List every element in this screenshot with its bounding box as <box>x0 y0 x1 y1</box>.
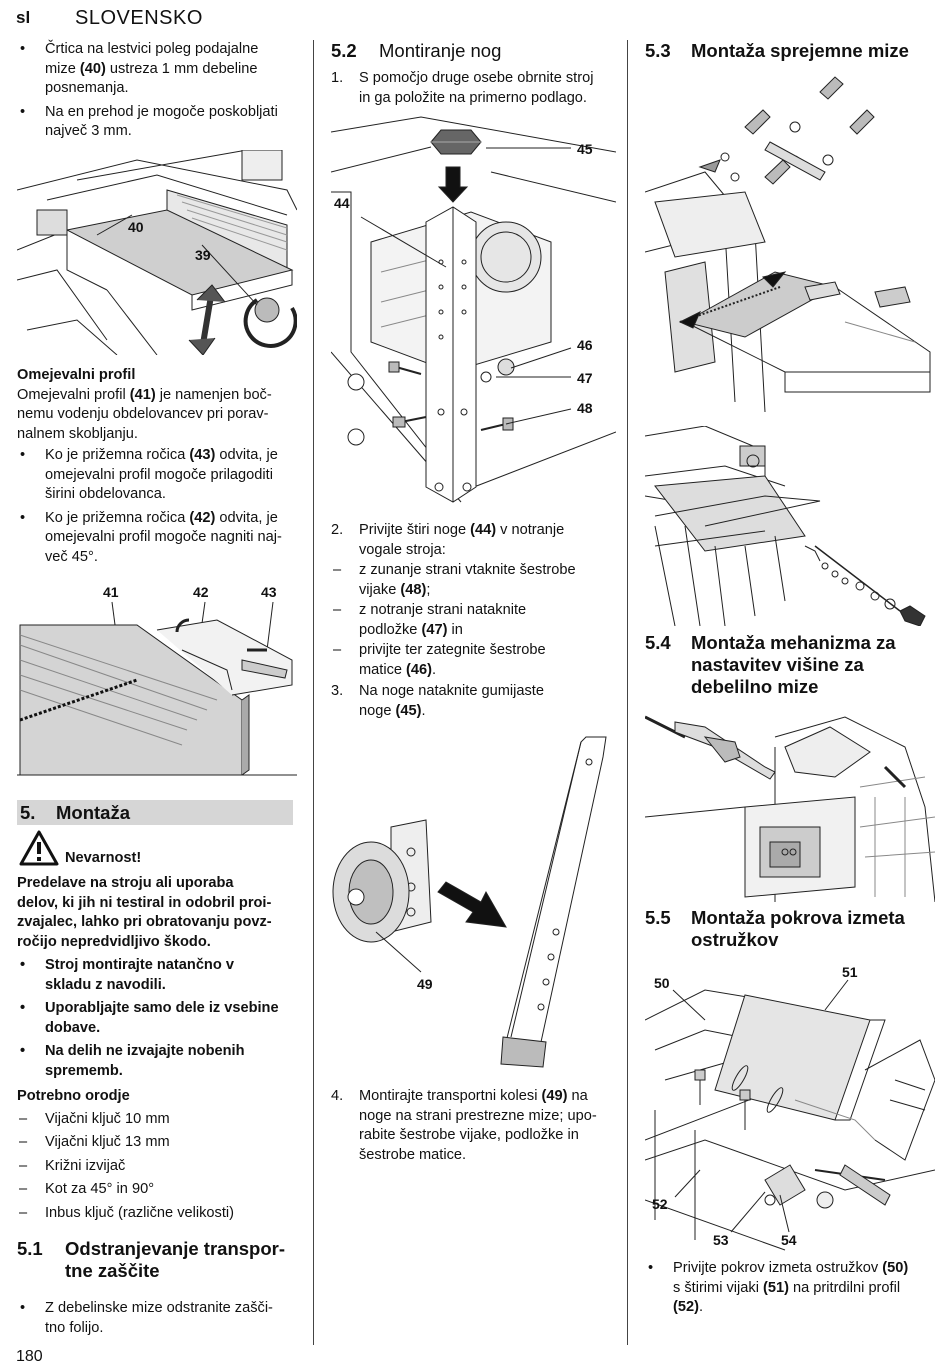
list-item: Z debelinske mize odstranite zašči-tno f… <box>17 1299 302 1338</box>
figure-height-mechanism <box>645 707 935 902</box>
section-5-heading: 5.Montaža <box>17 800 293 825</box>
figure-infeed-table <box>645 72 935 417</box>
callout-49: 49 <box>417 976 433 992</box>
callout-54: 54 <box>781 1232 797 1248</box>
callout-41: 41 <box>103 584 119 600</box>
list-item: Ko je prižemna ročica (43) odvita, je om… <box>17 446 302 505</box>
callout-51: 51 <box>842 964 858 980</box>
subheading-omejevalni: Omejevalni profil <box>17 367 136 383</box>
callout-42: 42 <box>193 584 209 600</box>
col1-omejevalni: Omejevalni profil Omejevalni profil (41)… <box>17 366 302 571</box>
list-item: Ko je prižemna ročica (42) odvita, je om… <box>17 509 302 568</box>
subheading-tools: Potrebno orodje <box>17 1088 130 1104</box>
callout-47: 47 <box>577 370 593 386</box>
list-item: Na en prehod je mogoče poskobljati najve… <box>17 103 302 142</box>
section-5-1-bullet: Z debelinske mize odstranite zašči-tno f… <box>17 1299 302 1342</box>
callout-44: 44 <box>334 195 350 211</box>
language-name: SLOVENSKO <box>75 7 203 29</box>
page-number: 180 <box>16 1348 43 1365</box>
callout-52: 52 <box>652 1196 668 1212</box>
figure-feed-table: 40 39 <box>17 150 297 355</box>
warning-title: Nevarnost! <box>65 850 142 866</box>
list-item: Križni izvijač <box>17 1157 302 1177</box>
warning-text: Predelave na stroju ali uporaba delov, k… <box>17 874 302 1085</box>
list-item: Vijačni ključ 10 mm <box>17 1110 302 1130</box>
warning-icon <box>19 830 59 871</box>
step-2: 2. Privijte štiri noge (44) v notranje v… <box>331 521 616 681</box>
column-divider-1 <box>313 40 314 1345</box>
figure-fence-profile: 41 42 43 <box>17 580 297 780</box>
callout-43: 43 <box>261 584 277 600</box>
list-item: Inbus ključ (različne velikosti) <box>17 1204 302 1224</box>
figure-chip-chute: 50 51 52 53 54 <box>645 960 935 1252</box>
list-item: z zunanje strani vtaknite šestrobevijake… <box>331 561 616 600</box>
step-4: 4. Montirajte transportni kolesi (49) na… <box>331 1088 597 1163</box>
callout-50: 50 <box>654 975 670 991</box>
callout-48: 48 <box>577 400 593 416</box>
list-item: Kot za 45° in 90° <box>17 1180 302 1200</box>
language-code: sl <box>16 8 31 27</box>
figure-legs-assembly: 45 44 46 47 48 <box>331 112 616 507</box>
callout-45: 45 <box>577 141 593 157</box>
figure-transport-wheel: 49 <box>331 732 616 1077</box>
list-item: Črtica na lestvici poleg podajalne mize … <box>17 40 302 99</box>
list-item: Vijačni ključ 13 mm <box>17 1133 302 1153</box>
paragraph: Omejevalni profil (41) je namenjen boč- … <box>17 386 272 442</box>
callout-46: 46 <box>577 337 593 353</box>
section-5-5-bullet: Privijte pokrov izmeta ostružkov (50) s … <box>645 1259 935 1322</box>
callout-39: 39 <box>195 247 211 263</box>
list-item: Privijte pokrov izmeta ostružkov (50) s … <box>645 1259 935 1318</box>
tools-list: Potrebno orodje Vijačni ključ 10 mm Vija… <box>17 1087 302 1227</box>
col1-top-bullets: Črtica na lestvici poleg podajalne mize … <box>17 40 302 146</box>
column-divider-2 <box>627 40 628 1345</box>
figure-thicknessing-table <box>645 426 935 626</box>
callout-53: 53 <box>713 1232 729 1248</box>
callout-40: 40 <box>128 219 144 235</box>
